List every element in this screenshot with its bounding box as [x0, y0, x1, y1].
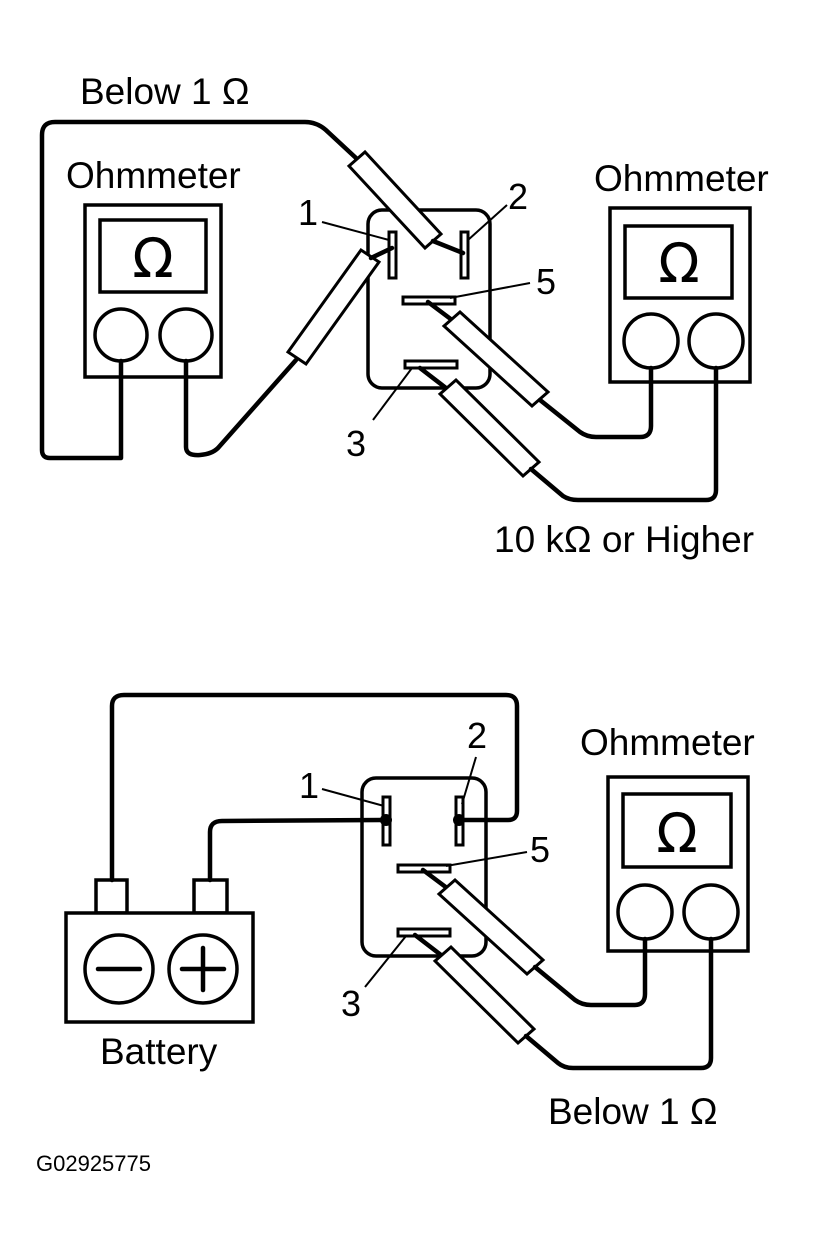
top-left-ohmmeter: Ω	[83, 203, 223, 379]
probe-tip	[417, 365, 449, 391]
terminal-2-leader	[461, 756, 477, 805]
battery-positive-post	[192, 878, 229, 915]
bottom-ohmmeter-label: Ohmmeter	[580, 722, 755, 763]
terminal-2-pin	[459, 230, 470, 280]
terminal-5-leader	[449, 282, 531, 299]
top-terminal-1-label: 1	[298, 192, 318, 233]
bottom-terminal-5-label: 5	[530, 829, 550, 870]
ohmmeter-jack-right	[687, 312, 745, 370]
top-lead-to-terminal-2	[39, 119, 359, 461]
terminal-1-pin	[387, 230, 398, 280]
terminal-3-pin	[396, 927, 452, 938]
top-right-ohmmeter-label: Ohmmeter	[594, 158, 769, 199]
ohmmeter-jack-right	[682, 883, 740, 941]
probe-tip	[420, 867, 450, 891]
bottom-ohmmeter: Ω	[606, 775, 750, 953]
terminal-1-leader	[321, 221, 390, 241]
bottom-test-diagram: 1 2 5 3 Battery Ω Ohmmeter	[64, 692, 755, 1132]
probe-body	[437, 377, 542, 479]
ohmmeter-display	[623, 224, 734, 300]
top-relay	[366, 208, 492, 390]
top-left-ohmmeter-label: Ohmmeter	[66, 155, 241, 196]
bottom-terminal-2-label: 2	[467, 715, 487, 756]
top-terminal-2-label: 2	[508, 176, 528, 217]
terminal-1-leader	[321, 788, 385, 807]
top-lead-from-terminal-5	[537, 365, 654, 440]
top-right-ohmmeter: Ω	[608, 206, 752, 384]
probe-body	[346, 149, 444, 251]
ohmmeter-jack-left	[616, 883, 674, 941]
bottom-terminal-3-label: 3	[341, 983, 361, 1024]
terminal-3-pin	[403, 359, 459, 370]
top-result-terminals-3-5: 10 kΩ or Higher	[494, 519, 754, 560]
battery-negative-post	[94, 878, 129, 915]
bottom-terminal-1-label: 1	[299, 765, 319, 806]
probe-tip	[425, 299, 455, 323]
bottom-probe-terminal-3	[412, 932, 537, 1046]
ohmmeter-display	[98, 218, 208, 294]
terminal-3-leader	[372, 367, 413, 421]
top-probe-terminal-2	[346, 149, 466, 256]
battery-label: Battery	[100, 1031, 218, 1072]
ohmmeter-display	[621, 792, 733, 869]
top-lead-to-terminal-1	[183, 357, 299, 458]
terminal-3-leader	[364, 935, 407, 988]
ohmmeter-jack-left	[622, 312, 680, 370]
ohmmeter-jack-left	[93, 307, 149, 363]
top-terminal-3-label: 3	[346, 423, 366, 464]
battery	[64, 878, 255, 1024]
ohm-symbol: Ω	[132, 227, 173, 290]
ohm-symbol: Ω	[656, 802, 697, 865]
probe-body	[441, 309, 551, 409]
top-test-diagram: Ω Ohmmeter 1 2 5 3	[39, 71, 769, 560]
bottom-probe-terminal-5	[420, 867, 546, 977]
probe-tip	[368, 245, 395, 261]
probe-body	[436, 877, 546, 977]
top-lead-from-terminal-3	[528, 365, 719, 503]
bottom-lead-from-terminal-5	[532, 936, 648, 1008]
figure-reference: G02925775	[36, 1151, 151, 1176]
bottom-result-terminals-3-5: Below 1 Ω	[548, 1091, 718, 1132]
terminal-2-leader	[467, 204, 508, 241]
bottom-lead-from-terminal-3	[523, 936, 714, 1071]
probe-body	[285, 247, 382, 367]
top-result-terminals-1-2: Below 1 Ω	[80, 71, 250, 112]
top-probe-terminal-3	[417, 365, 542, 479]
top-probe-terminal-1	[285, 245, 395, 367]
probe-tip	[412, 932, 444, 958]
ohmmeter-jack-right	[158, 307, 214, 363]
top-probe-terminal-5	[425, 299, 551, 409]
ohm-symbol: Ω	[658, 232, 699, 295]
battery-positive-lead-to-terminal-1	[207, 817, 389, 883]
top-terminal-5-label: 5	[536, 261, 556, 302]
probe-tip	[430, 238, 466, 256]
battery-negative-lead-to-terminal-2	[109, 692, 520, 883]
terminal-5-leader	[445, 851, 528, 867]
probe-body	[432, 944, 537, 1046]
